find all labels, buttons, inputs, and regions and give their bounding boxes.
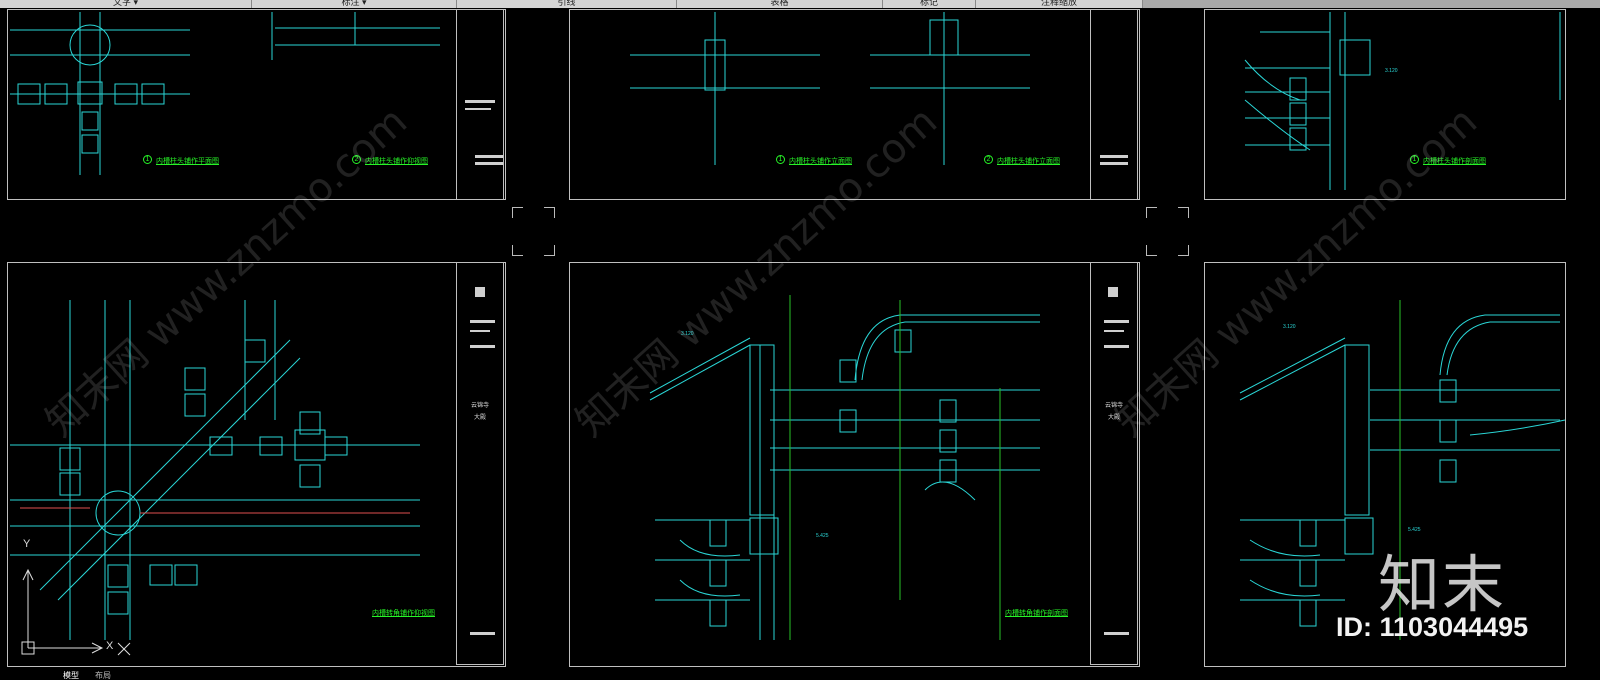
- toolbar-dimension-menu[interactable]: 标注 ▾: [252, 0, 457, 8]
- sheet-bottom-left[interactable]: [7, 262, 506, 667]
- detail-number-circle: 1: [143, 155, 152, 164]
- elevation-label: 3.120: [1283, 324, 1296, 330]
- toolbar-markup-button[interactable]: 标记: [883, 0, 976, 8]
- crop-mark: [512, 245, 523, 256]
- title-block-drawing: 大殿: [473, 415, 486, 421]
- elevation-label: 3.120: [1385, 68, 1398, 74]
- detail-number-circle: 1: [776, 155, 785, 164]
- sheet-bottom-right[interactable]: [1204, 262, 1566, 667]
- crop-mark: [1178, 207, 1189, 218]
- crop-mark: [544, 207, 555, 218]
- title-block-drawing: 大殿: [1107, 415, 1120, 421]
- toolbar-table-button[interactable]: 表格: [677, 0, 883, 8]
- crop-mark: [1146, 245, 1157, 256]
- tab-model[interactable]: 模型: [63, 671, 79, 680]
- detail-number-circle: 1: [1410, 155, 1419, 164]
- tab-layout[interactable]: 布局: [95, 671, 111, 680]
- title-block-project: 云锦寺: [1104, 403, 1123, 409]
- drawing-caption: 内槽柱头铺作剖面图: [1423, 158, 1486, 165]
- sheet-top-left[interactable]: [7, 9, 506, 200]
- toolbar-empty-area: [1143, 0, 1600, 8]
- sheet-top-middle[interactable]: [569, 9, 1140, 200]
- title-block-bottom-middle: [1090, 262, 1138, 665]
- crop-mark: [1178, 245, 1189, 256]
- watermark-logo: 知末: [1378, 548, 1507, 621]
- title-block-bottom-left: [456, 262, 504, 665]
- layout-tabs: 模型 布局: [0, 671, 200, 680]
- sheet-top-right[interactable]: [1204, 9, 1566, 200]
- sheet-bottom-middle[interactable]: [569, 262, 1140, 667]
- drawing-caption: 内槽柱头铺作仰视图: [365, 158, 428, 165]
- elevation-label: 5.425: [1408, 527, 1421, 533]
- detail-number-circle: 2: [984, 155, 993, 164]
- drawing-caption: 内槽柱头铺作立面图: [789, 158, 852, 165]
- drawing-caption: 内槽柱头铺作立面图: [997, 158, 1060, 165]
- title-block-project: 云锦寺: [470, 403, 489, 409]
- drawing-caption: 内槽转角铺作仰视图: [372, 610, 435, 617]
- ribbon-toolbar: 文字 ▾ 标注 ▾ 引线 表格 标记 注释缩放: [0, 0, 1600, 8]
- watermark-id: ID: 1103044495: [1336, 612, 1529, 642]
- drawing-caption: 内槽转角铺作剖面图: [1005, 610, 1068, 617]
- ucs-x-label: X: [106, 640, 114, 652]
- toolbar-leader-button[interactable]: 引线: [457, 0, 677, 8]
- crop-mark: [544, 245, 555, 256]
- elevation-label: 3.120: [681, 331, 694, 337]
- drawing-caption: 内槽柱头铺作平面图: [156, 158, 219, 165]
- toolbar-text-menu[interactable]: 文字 ▾: [0, 0, 252, 8]
- detail-number-circle: 2: [352, 155, 361, 164]
- title-block-top-middle: [1090, 9, 1138, 200]
- toolbar-annotation-scale-button[interactable]: 注释缩放: [976, 0, 1143, 8]
- crop-mark: [1146, 207, 1157, 218]
- title-block-top-left: [456, 9, 504, 200]
- ucs-y-label: Y: [23, 538, 31, 550]
- crop-mark: [512, 207, 523, 218]
- elevation-label: 5.425: [816, 533, 829, 539]
